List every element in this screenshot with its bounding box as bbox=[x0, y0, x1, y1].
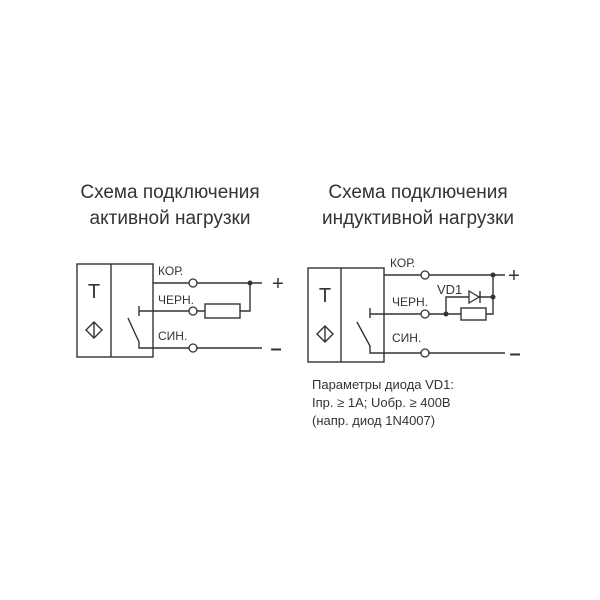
left-title-line1: Схема подключения bbox=[80, 182, 259, 203]
load-resistor bbox=[204, 303, 241, 319]
wire-blue-label: СИН. bbox=[392, 331, 421, 345]
junction-dot bbox=[443, 311, 449, 317]
terminal bbox=[188, 306, 198, 316]
right-title-line2: индуктивной нагрузки bbox=[322, 208, 514, 229]
plus-sign: + bbox=[508, 265, 520, 287]
wire-black-label: ЧЕРН. bbox=[158, 293, 194, 307]
minus-sign: – bbox=[509, 343, 520, 365]
minus-sign: – bbox=[270, 338, 281, 360]
wire-black-label: ЧЕРН. bbox=[392, 295, 428, 309]
terminal bbox=[420, 270, 430, 280]
sensor-body bbox=[307, 267, 385, 363]
sensor-symbol-icon bbox=[316, 325, 334, 343]
diode-note-line1: Параметры диода VD1: bbox=[312, 377, 454, 392]
terminal bbox=[188, 343, 198, 353]
wire-brown-label: КОР. bbox=[390, 256, 415, 270]
junction-dot bbox=[490, 294, 496, 300]
diode-label: VD1 bbox=[437, 282, 462, 297]
load-resistor bbox=[460, 307, 487, 321]
plus-sign: + bbox=[272, 273, 284, 295]
diode-vd1-icon bbox=[468, 289, 481, 305]
terminal bbox=[420, 348, 430, 358]
left-title-line2: активной нагрузки bbox=[90, 208, 251, 229]
active-load-diagram: Схема подключения активной нагрузки T КО… bbox=[76, 182, 284, 360]
wire-blue-switch bbox=[356, 321, 505, 354]
sensor-symbol-icon bbox=[85, 321, 103, 339]
sensor-label: T bbox=[88, 281, 100, 303]
right-title-line1: Схема подключения bbox=[328, 182, 507, 203]
sensor-label: T bbox=[319, 285, 331, 307]
inductive-load-diagram: Схема подключения индуктивной нагрузки T… bbox=[307, 182, 521, 428]
junction-dot bbox=[247, 280, 253, 286]
diode-note-line2: Iпр. ≥ 1А; Uобр. ≥ 400В bbox=[312, 395, 451, 410]
diode-note-line3: (напр. диод 1N4007) bbox=[312, 413, 435, 428]
wire-blue-switch bbox=[127, 317, 262, 349]
junction-dot bbox=[490, 272, 496, 278]
wire-brown-label: КОР. bbox=[158, 264, 183, 278]
terminal bbox=[420, 309, 430, 319]
terminal bbox=[188, 278, 198, 288]
wire-blue-label: СИН. bbox=[158, 329, 187, 343]
